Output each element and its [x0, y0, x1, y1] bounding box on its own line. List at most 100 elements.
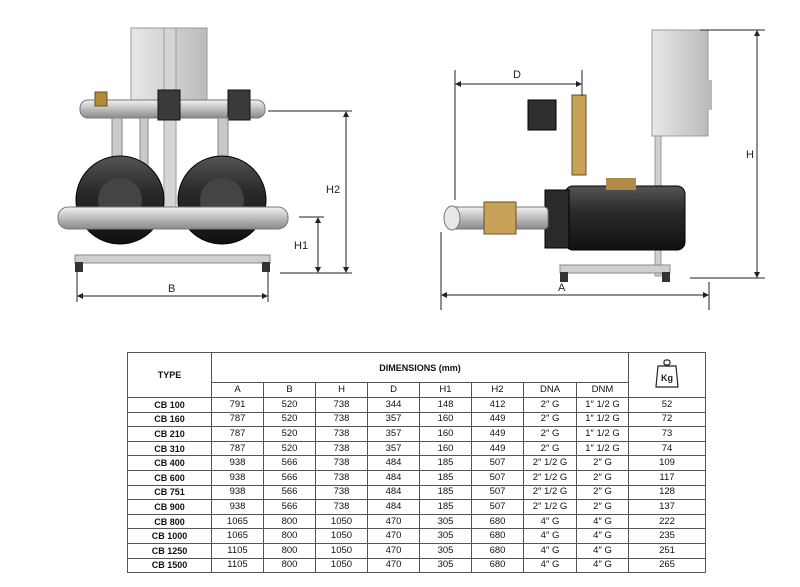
- dimension-cell: 2″ G: [576, 484, 629, 501]
- dimensions-header: DIMENSIONS (mm): [211, 351, 629, 384]
- dimension-cell: 2″ G: [523, 397, 577, 413]
- dimension-cell: 680: [471, 557, 524, 574]
- dimension-cell: 412: [471, 397, 524, 413]
- dimension-cell: 305: [419, 528, 472, 544]
- weight-cell: 222: [628, 513, 706, 530]
- dimension-cell: 305: [419, 513, 472, 530]
- dimension-cell: 470: [367, 557, 420, 574]
- dimension-cell: 1050: [315, 542, 368, 559]
- dimension-cell: 357: [367, 440, 420, 457]
- dimension-cell: 484: [367, 455, 420, 471]
- type-header: TYPE: [127, 352, 212, 398]
- dimension-cell: 449: [471, 440, 524, 457]
- dimension-cell: 507: [471, 499, 524, 515]
- column-header-d: D: [367, 382, 420, 398]
- weight-cell: 251: [628, 542, 706, 559]
- column-header-h: H: [315, 382, 368, 398]
- dimension-cell: 520: [263, 440, 316, 457]
- dimension-cell: 738: [315, 499, 368, 515]
- type-cell: CB 1500: [127, 557, 212, 574]
- dimension-cell: 738: [315, 440, 368, 457]
- dimension-cell: 470: [367, 528, 420, 544]
- dimension-cell: 4″ G: [576, 513, 629, 530]
- type-cell: CB 100: [127, 397, 212, 413]
- dimension-cell: 680: [471, 542, 524, 559]
- type-cell: CB 1250: [127, 542, 212, 559]
- dimension-cell: 470: [367, 542, 420, 559]
- dimension-cell: 305: [419, 542, 472, 559]
- weight-cell: 137: [628, 499, 706, 515]
- dimension-cell: 566: [263, 455, 316, 471]
- dimension-cell: 357: [367, 411, 420, 428]
- dimension-cell: 938: [211, 455, 264, 471]
- dimension-cell: 566: [263, 484, 316, 501]
- type-cell: CB 160: [127, 411, 212, 428]
- dimension-cell: 507: [471, 484, 524, 501]
- dimension-cell: 938: [211, 499, 264, 515]
- dimension-cell: 4″ G: [576, 542, 629, 559]
- weight-cell: 52: [628, 397, 706, 413]
- dimension-cell: 344: [367, 397, 420, 413]
- dimension-cell: 738: [315, 484, 368, 501]
- weight-cell: 72: [628, 411, 706, 428]
- dimension-cell: 2″ 1/2 G: [523, 484, 577, 501]
- dimension-cell: 1″ 1/2 G: [576, 426, 629, 442]
- dimension-cell: 800: [263, 542, 316, 559]
- dimension-cell: 1050: [315, 557, 368, 574]
- weight-icon: Kg: [655, 358, 679, 388]
- dimension-cell: 449: [471, 411, 524, 428]
- weight-cell: 117: [628, 469, 706, 486]
- dimension-cell: 1105: [211, 542, 264, 559]
- dimension-cell: 185: [419, 499, 472, 515]
- dimension-cell: 449: [471, 426, 524, 442]
- dimension-cell: 4″ G: [523, 513, 577, 530]
- column-header-b: B: [263, 382, 316, 398]
- dimension-cell: 1″ 1/2 G: [576, 397, 629, 413]
- type-cell: CB 900: [127, 499, 212, 515]
- dimension-cell: 738: [315, 469, 368, 486]
- weight-cell: 128: [628, 484, 706, 501]
- column-header-dna: DNA: [523, 382, 577, 398]
- dimension-cell: 2″ 1/2 G: [523, 499, 577, 515]
- dimension-cell: 738: [315, 455, 368, 471]
- dimension-cell: 800: [263, 557, 316, 574]
- dimension-cell: 2″ G: [576, 469, 629, 486]
- dimension-cell: 2″ G: [523, 426, 577, 442]
- dimension-cell: 470: [367, 513, 420, 530]
- dimension-cell: 357: [367, 426, 420, 442]
- dimension-cell: 1065: [211, 528, 264, 544]
- type-cell: CB 600: [127, 469, 212, 486]
- dimension-cell: 938: [211, 484, 264, 501]
- dim-label-h2: H2: [326, 184, 340, 196]
- type-cell: CB 751: [127, 484, 212, 501]
- dimension-cell: 791: [211, 397, 264, 413]
- dim-label-a: A: [558, 282, 566, 294]
- dimension-cell: 2″ 1/2 G: [523, 469, 577, 486]
- dimension-cell: 520: [263, 397, 316, 413]
- dim-label-d: D: [513, 69, 521, 81]
- column-header-a: A: [211, 382, 264, 398]
- weight-cell: 235: [628, 528, 706, 544]
- front-view-dimensions: [76, 110, 352, 302]
- dimension-cell: 1″ 1/2 G: [576, 440, 629, 457]
- dimension-cell: 738: [315, 426, 368, 442]
- dimension-cell: 507: [471, 469, 524, 486]
- column-header-dnm: DNM: [576, 382, 629, 398]
- dimension-cell: 787: [211, 440, 264, 457]
- dimension-cell: 738: [315, 411, 368, 428]
- dimension-cell: 484: [367, 499, 420, 515]
- dimension-cell: 787: [211, 426, 264, 442]
- type-cell: CB 800: [127, 513, 212, 530]
- weight-cell: 109: [628, 455, 706, 471]
- dimension-cell: 484: [367, 469, 420, 486]
- dimension-cell: 160: [419, 440, 472, 457]
- weight-cell: 265: [628, 557, 706, 574]
- type-cell: CB 310: [127, 440, 212, 457]
